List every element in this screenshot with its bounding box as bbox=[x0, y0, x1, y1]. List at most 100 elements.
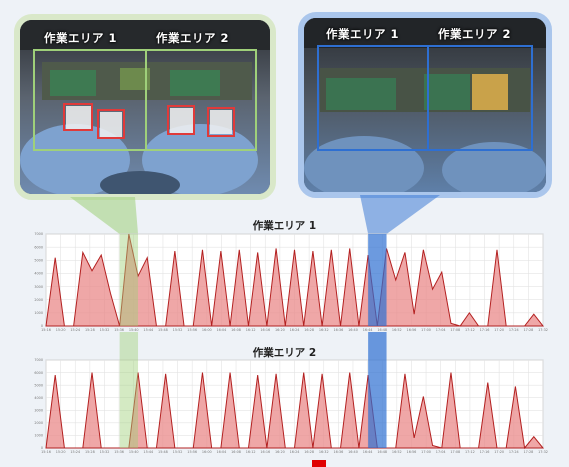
connector-left bbox=[70, 197, 139, 234]
x-tick-label: 16:12 bbox=[246, 450, 256, 454]
red-marker bbox=[312, 460, 326, 467]
x-tick-label: 16:36 bbox=[333, 328, 343, 332]
x-tick-label: 17:32 bbox=[538, 450, 548, 454]
y-tick-label: 6000 bbox=[34, 371, 43, 375]
x-tick-label: 16:28 bbox=[304, 328, 314, 332]
y-tick-label: 3000 bbox=[34, 285, 43, 289]
x-tick-label: 17:20 bbox=[494, 450, 504, 454]
hand-box bbox=[207, 107, 235, 137]
x-tick-label: 15:44 bbox=[143, 450, 153, 454]
x-tick-label: 17:04 bbox=[436, 450, 446, 454]
zone-label: 作業エリア 1 bbox=[326, 27, 400, 41]
x-tick-label: 16:52 bbox=[392, 328, 402, 332]
x-tick-label: 16:56 bbox=[407, 328, 417, 332]
zone-frame-2 bbox=[427, 45, 533, 151]
x-tick-label: 17:16 bbox=[480, 450, 490, 454]
x-tick-label: 17:08 bbox=[450, 450, 460, 454]
y-tick-label: 5000 bbox=[34, 383, 43, 387]
y-tick-label: 0 bbox=[41, 324, 43, 328]
y-tick-label: 4000 bbox=[34, 396, 43, 400]
x-tick-label: 17:24 bbox=[509, 450, 519, 454]
x-tick-label: 16:28 bbox=[304, 450, 314, 454]
x-tick-label: 16:12 bbox=[246, 328, 256, 332]
chart-zone-2: 作業エリア 20100020003000400050006000700015:1… bbox=[34, 332, 548, 454]
y-tick-label: 6000 bbox=[34, 245, 43, 249]
camera-view-left: 作業エリア 1 作業エリア 2 bbox=[14, 14, 276, 200]
x-tick-label: 17:12 bbox=[465, 328, 475, 332]
camera-image-right bbox=[304, 18, 546, 192]
x-tick-label: 16:40 bbox=[348, 328, 358, 332]
y-tick-label: 7000 bbox=[34, 358, 43, 362]
hand-box bbox=[167, 105, 195, 135]
x-tick-label: 15:28 bbox=[85, 328, 95, 332]
x-tick-label: 16:16 bbox=[260, 328, 270, 332]
x-tick-label: 16:32 bbox=[319, 328, 329, 332]
x-tick-label: 16:08 bbox=[231, 450, 241, 454]
x-tick-label: 16:44 bbox=[363, 450, 373, 454]
x-tick-label: 15:36 bbox=[114, 450, 124, 454]
series-area bbox=[45, 233, 545, 327]
x-tick-label: 15:48 bbox=[158, 450, 168, 454]
x-tick-label: 17:28 bbox=[523, 328, 533, 332]
hand-box bbox=[63, 103, 93, 131]
x-tick-label: 15:56 bbox=[187, 450, 197, 454]
y-tick-label: 3000 bbox=[34, 408, 43, 412]
x-tick-label: 15:40 bbox=[129, 450, 139, 454]
x-tick-label: 16:52 bbox=[392, 450, 402, 454]
x-tick-label: 15:20 bbox=[56, 328, 66, 332]
connector-right bbox=[360, 195, 440, 234]
zone-label: 作業エリア 2 bbox=[156, 31, 230, 45]
x-tick-label: 17:00 bbox=[421, 328, 431, 332]
series-area bbox=[45, 372, 545, 450]
y-tick-label: 2000 bbox=[34, 298, 43, 302]
x-tick-label: 15:52 bbox=[173, 328, 183, 332]
x-tick-label: 17:24 bbox=[509, 328, 519, 332]
x-tick-label: 16:04 bbox=[217, 450, 227, 454]
x-tick-label: 15:36 bbox=[114, 328, 124, 332]
x-tick-label: 16:20 bbox=[275, 450, 285, 454]
x-tick-label: 17:12 bbox=[465, 450, 475, 454]
x-tick-label: 15:28 bbox=[85, 450, 95, 454]
x-tick-label: 15:24 bbox=[70, 450, 80, 454]
x-tick-label: 17:00 bbox=[421, 450, 431, 454]
x-tick-label: 16:20 bbox=[275, 328, 285, 332]
y-tick-label: 4000 bbox=[34, 272, 43, 276]
y-tick-label: 2000 bbox=[34, 421, 43, 425]
zone-label: 作業エリア 2 bbox=[438, 27, 512, 41]
chart-title: 作業エリア 1 bbox=[253, 219, 316, 232]
x-tick-label: 16:04 bbox=[217, 328, 227, 332]
x-tick-label: 16:08 bbox=[231, 328, 241, 332]
camera-image-left bbox=[20, 20, 270, 194]
x-tick-label: 15:48 bbox=[158, 328, 168, 332]
zone-label: 作業エリア 1 bbox=[44, 31, 118, 45]
x-tick-label: 16:00 bbox=[202, 450, 212, 454]
highlight-band bbox=[368, 332, 387, 448]
x-tick-label: 15:56 bbox=[187, 328, 197, 332]
x-tick-label: 16:48 bbox=[377, 450, 387, 454]
x-tick-label: 16:32 bbox=[319, 450, 329, 454]
x-tick-label: 16:56 bbox=[407, 450, 417, 454]
y-tick-label: 5000 bbox=[34, 258, 43, 262]
x-tick-label: 16:24 bbox=[290, 450, 300, 454]
hand-box bbox=[97, 109, 125, 139]
highlight-band bbox=[368, 234, 387, 326]
x-tick-label: 15:40 bbox=[129, 328, 139, 332]
x-tick-label: 17:04 bbox=[436, 328, 446, 332]
highlight-band bbox=[119, 332, 139, 448]
highlight-band bbox=[119, 234, 139, 326]
x-tick-label: 16:16 bbox=[260, 450, 270, 454]
x-tick-label: 16:48 bbox=[377, 328, 387, 332]
x-tick-label: 15:44 bbox=[143, 328, 153, 332]
x-tick-label: 15:24 bbox=[70, 328, 80, 332]
y-tick-label: 1000 bbox=[34, 311, 43, 315]
x-tick-label: 15:32 bbox=[100, 328, 110, 332]
x-tick-label: 17:20 bbox=[494, 328, 504, 332]
y-tick-label: 1000 bbox=[34, 434, 43, 438]
connectors bbox=[70, 195, 440, 234]
x-tick-label: 17:32 bbox=[538, 328, 548, 332]
x-tick-label: 15:32 bbox=[100, 450, 110, 454]
x-tick-label: 16:36 bbox=[333, 450, 343, 454]
x-tick-label: 15:20 bbox=[56, 450, 66, 454]
x-tick-label: 15:16 bbox=[41, 450, 51, 454]
